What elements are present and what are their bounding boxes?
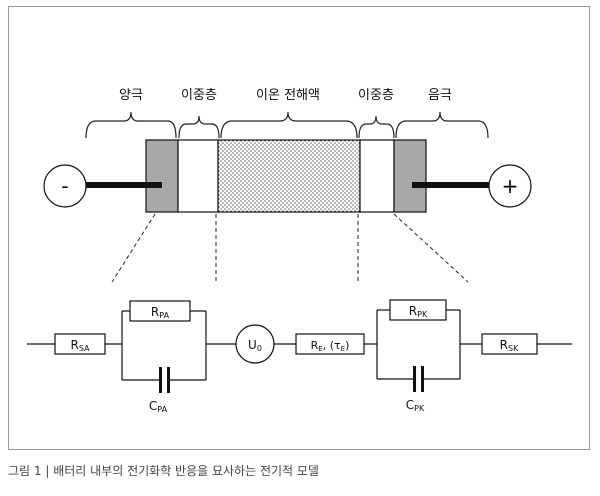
battery-cell [145, 139, 427, 213]
label-anode: 양극 [119, 88, 143, 103]
double-layer-left [177, 139, 219, 213]
negative-terminal-icon [43, 164, 87, 208]
capacitor-cpk-plate-right [421, 366, 424, 392]
capacitor-cpk-plate-left [413, 366, 416, 392]
brace-electrolyte [220, 111, 358, 139]
label-u0: U0 [248, 338, 262, 353]
resistor-rpa-icon [129, 300, 191, 322]
anode-electrode [145, 139, 179, 213]
positive-terminal-sign: + [502, 174, 519, 198]
electrolyte-region [217, 139, 361, 213]
brace-anode [85, 111, 177, 139]
resistor-rsa-icon [54, 333, 106, 355]
label-r-pa: RPA [151, 305, 170, 320]
label-c-pa: CPA [149, 399, 168, 414]
brace-double-layer-right [358, 115, 395, 139]
figure-caption: 그림 1 | 배터리 내부의 전기화학 반응을 묘사하는 전기적 모델 [8, 464, 319, 478]
resistors [54, 299, 538, 355]
negative-terminal-sign: - [61, 174, 68, 198]
label-r-e: RE, (τE) [311, 339, 350, 353]
circuit-wires [27, 309, 572, 381]
label-double-layer-right: 이중층 [358, 88, 394, 103]
brace-cathode [395, 111, 489, 139]
resistor-re-icon [295, 333, 365, 355]
label-double-layer-left: 이중층 [181, 88, 217, 103]
capacitor-cpa-plate-right [167, 367, 170, 393]
capacitors [159, 366, 424, 393]
positive-terminal-icon [488, 164, 532, 208]
projection-left-outer [111, 213, 156, 283]
projection-lines [111, 213, 469, 283]
label-electrolyte: 이온 전해액 [256, 88, 320, 103]
capacitor-cpa-plate-left [159, 367, 162, 393]
negative-rod [84, 182, 162, 188]
region-braces [85, 111, 489, 139]
label-r-sa: RSA [70, 338, 90, 353]
figure-frame [8, 6, 590, 450]
cathode-electrode [393, 139, 427, 213]
label-r-sk: RSK [500, 338, 519, 353]
label-cathode: 음극 [428, 88, 452, 103]
positive-rod [412, 182, 490, 188]
resistor-rpk-icon [389, 299, 447, 321]
voltage-source-icon [235, 324, 275, 364]
projection-right-outer [393, 213, 469, 283]
label-c-pk: CPK [406, 398, 425, 413]
double-layer-right [359, 139, 395, 213]
label-r-pk: RPK [409, 304, 428, 319]
brace-double-layer-left [178, 115, 220, 139]
resistor-rsk-icon [481, 333, 538, 355]
